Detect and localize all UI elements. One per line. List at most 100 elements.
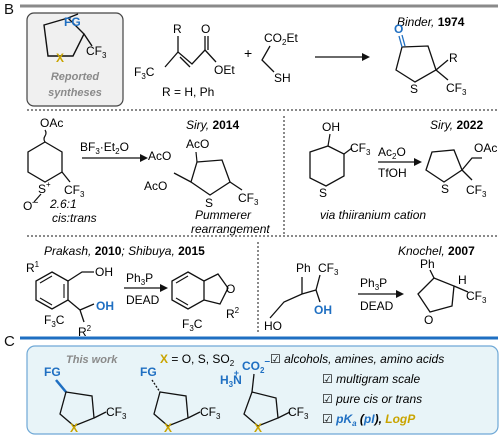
siry2014-arrowhead bbox=[140, 154, 148, 162]
binder-reagent1-r: R bbox=[173, 22, 182, 36]
siry2022-arrowhead bbox=[414, 158, 422, 166]
siry2014-ratio-label: cis:trans bbox=[52, 211, 97, 225]
siry2022-product-chain bbox=[461, 157, 482, 171]
this-work-box bbox=[26, 345, 499, 435]
siry2022-sm-cf3: CF3 bbox=[350, 141, 371, 157]
mol1-fg-bond bbox=[55, 379, 67, 393]
prakash-product-f3c: F3C bbox=[182, 317, 203, 333]
binder-plus: + bbox=[244, 45, 252, 61]
binder-product-cf3: CF3 bbox=[446, 81, 467, 97]
siry2014-product-cf3: CF3 bbox=[238, 191, 259, 207]
mol3-co2-bond bbox=[251, 373, 255, 393]
legend-cf3-bond bbox=[83, 33, 93, 47]
legend-fg: FG bbox=[64, 15, 81, 29]
siry2014-sm-oac: OAc bbox=[40, 116, 63, 130]
binder-reagent1-f3c: F3C bbox=[134, 65, 155, 81]
legend-box bbox=[26, 12, 124, 107]
knochel-sm-oh-bond bbox=[315, 289, 321, 303]
legend-cf3: CF3 bbox=[86, 44, 107, 60]
prakash-sm-oh2: OH bbox=[96, 299, 114, 313]
prakash-product-o: O bbox=[226, 282, 235, 296]
binder-reaction: Binder, 1974 R O OEt F3C R = H, Ph + CO2… bbox=[134, 15, 467, 99]
siry2022-product-oac: OAc bbox=[474, 141, 497, 155]
mol1-cf3-bond bbox=[93, 411, 107, 419]
siry2014-product-aco-left: AcO bbox=[148, 149, 171, 163]
prakash-sm-quat-bond bbox=[67, 299, 81, 311]
this-work-x-definition: X = O, S, SO2 bbox=[160, 352, 235, 368]
mol3-co2: CO2– bbox=[242, 356, 270, 375]
siry2014-sm-so-bond bbox=[33, 193, 42, 203]
siry2014-product-ring bbox=[190, 159, 231, 196]
prakash-reagent1: Ph3P bbox=[126, 271, 153, 287]
mol1-ring bbox=[59, 391, 95, 427]
prakash-sm-r2: R2 bbox=[78, 324, 92, 339]
binder-product-ring bbox=[395, 45, 437, 83]
checklist-item-2: ☑ multigram scale bbox=[322, 372, 420, 386]
prakash-sm-benzene bbox=[35, 271, 69, 310]
reported-syntheses-legend: FG CF3 X Reported syntheses bbox=[26, 12, 124, 107]
binder-reagent1-skeleton bbox=[164, 49, 206, 68]
mol2-fg-bond bbox=[151, 379, 161, 393]
knochel-sm-ph: Ph bbox=[296, 261, 311, 275]
prakash-sm-ch2oh bbox=[67, 271, 94, 282]
siry2022-sm-cf3-bond bbox=[343, 147, 353, 155]
knochel-product-o: O bbox=[424, 313, 433, 327]
panel-label-b: B bbox=[4, 1, 14, 18]
siry2022-citation: Siry, 2022 bbox=[430, 118, 483, 132]
binder-reagent1-o: O bbox=[201, 22, 210, 36]
mol2-fg: FG bbox=[140, 365, 157, 379]
siry2014-reagent: BF3·Et2O bbox=[80, 140, 129, 156]
siry2014-ratio: 2.6:1 bbox=[49, 197, 77, 211]
legend-ring bbox=[43, 17, 85, 57]
prakash-sm-oh2-bond bbox=[79, 303, 95, 311]
knochel-product-ph: Ph bbox=[420, 257, 435, 271]
mol1-x: X bbox=[70, 421, 78, 435]
siry2022-product-ring bbox=[425, 149, 463, 183]
knochel-arrowhead bbox=[396, 290, 404, 298]
binder-reagent1-ester-bond bbox=[204, 49, 217, 63]
mol2-x: X bbox=[164, 421, 172, 435]
mol2-cf3: CF3 bbox=[200, 405, 221, 421]
prakash-shibuya-reaction: Prakash, 2010; Shibuya, 2015 R1 OH OH F3… bbox=[26, 244, 240, 339]
knochel-product-cf3-bond bbox=[453, 285, 469, 293]
prakash-sm-r1: R1 bbox=[26, 260, 40, 275]
checklist-item-4: ☑ pKa (pI), LogP bbox=[322, 412, 416, 428]
siry2014-product-aco-bond bbox=[195, 151, 198, 163]
prakash-product-furan bbox=[203, 273, 229, 305]
mol1-fg: FG bbox=[44, 365, 61, 379]
siry2014-sm-wavy bbox=[43, 129, 47, 143]
siry2022-reagent2: TfOH bbox=[378, 166, 407, 180]
siry2022-sm-oh: OH bbox=[322, 120, 340, 134]
this-work-content: This work X = O, S, SO2 ☑ alcohols, amin… bbox=[44, 352, 444, 435]
knochel-product-cf3: CF3 bbox=[466, 289, 487, 305]
mol3-x: X bbox=[254, 421, 262, 435]
legend-fg-bond bbox=[67, 13, 79, 19]
siry-2014-reaction: Siry, 2014 OAc S+ O– CF3 2.6:1 cis:trans… bbox=[23, 116, 270, 236]
mol3-ring bbox=[243, 391, 279, 427]
siry2014-product-s: S bbox=[205, 196, 213, 210]
binder-arrowhead bbox=[362, 53, 370, 61]
knochel-sm-ho: HO bbox=[264, 319, 282, 333]
siry2022-product-cf3: CF3 bbox=[466, 183, 487, 199]
mol2-cf3-bond bbox=[187, 411, 201, 419]
knochel-product-h: H bbox=[458, 273, 467, 287]
siry2022-sm-s: S bbox=[319, 186, 327, 200]
prakash-product-r2: R2 bbox=[226, 306, 240, 321]
binder-product-r-bond bbox=[435, 59, 449, 71]
binder-product-co bbox=[398, 35, 403, 48]
siry2014-sm-cf3: CF3 bbox=[64, 183, 85, 199]
prakash-sm-benzene-inner3 bbox=[39, 297, 53, 306]
binder-reagent1-double bbox=[179, 56, 191, 68]
prakash-citation: Prakash, 2010; Shibuya, 2015 bbox=[44, 244, 205, 258]
mol3-h3n: H3N+ bbox=[220, 368, 242, 389]
prakash-product-benzene-inner2 bbox=[175, 297, 189, 306]
knochel-reaction: Knochel, 2007 Ph CF3 OH HO Ph3P DEAD Ph … bbox=[264, 244, 487, 333]
knochel-reagent1: Ph3P bbox=[360, 276, 387, 292]
binder-reagent2-sh: SH bbox=[274, 71, 291, 85]
this-work-molecule-1: FG X CF3 bbox=[44, 365, 127, 435]
siry2014-product-aco-bottom: AcO bbox=[144, 179, 167, 193]
siry2022-product-s: S bbox=[441, 182, 449, 196]
siry2014-sm-s: S+ bbox=[38, 180, 51, 196]
knochel-sm-oh: OH bbox=[314, 303, 332, 317]
siry2022-product-cf3-bond bbox=[461, 169, 473, 181]
